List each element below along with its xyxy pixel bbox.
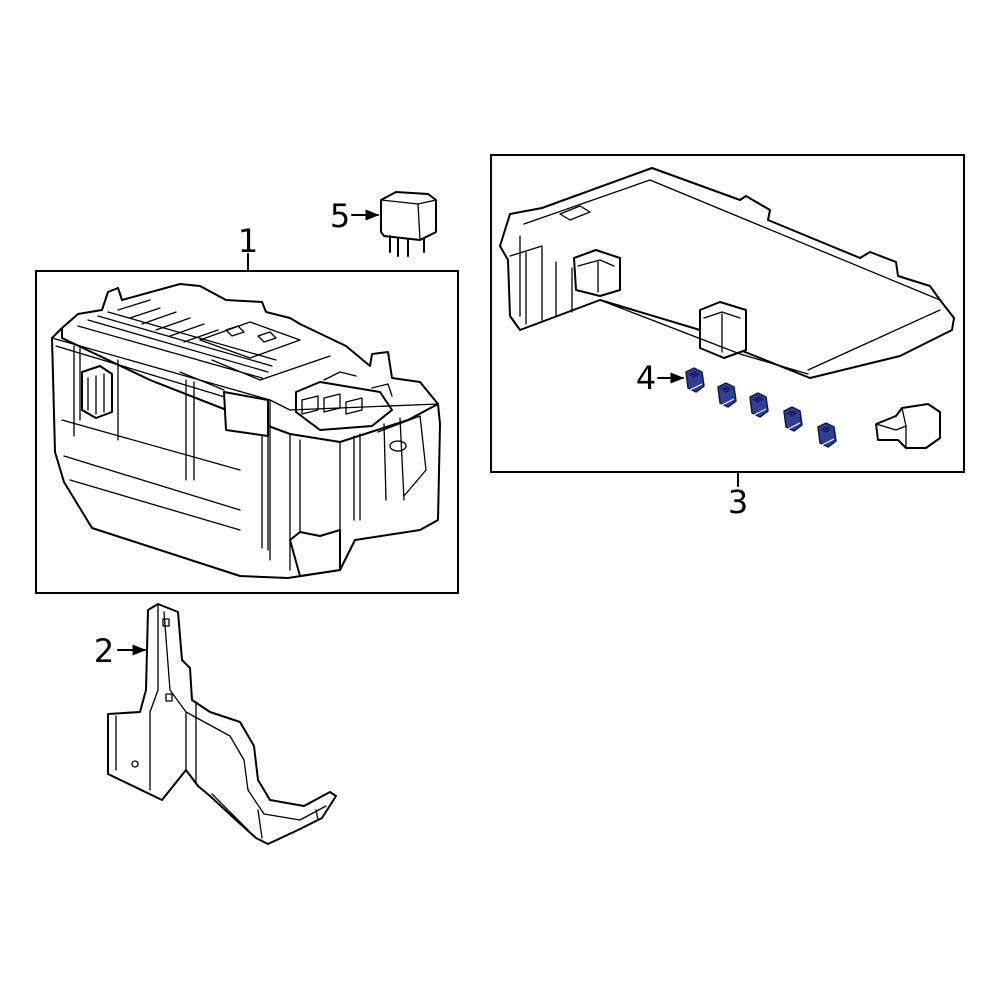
part-3-frame: [490, 154, 965, 473]
clip-2: [717, 382, 737, 408]
part-3-group: 3 4: [490, 154, 965, 521]
callout-5[interactable]: 5: [330, 197, 350, 235]
clip-1: [685, 367, 705, 393]
part-4-group: 4: [636, 359, 837, 448]
fuse-box-drawing: [51, 283, 441, 579]
part-1-group: 1: [35, 222, 459, 594]
clip-set: [685, 367, 837, 448]
clip-4: [783, 406, 803, 432]
plug-connector-drawing: [875, 403, 941, 449]
part-2-group: 2: [94, 603, 337, 845]
part-5-group: 5: [330, 191, 437, 257]
callout-3[interactable]: 3: [728, 483, 748, 521]
clip-3: [749, 392, 769, 418]
callout-4[interactable]: 4: [636, 359, 656, 397]
bracket-drawing: [107, 603, 337, 845]
cover-drawing: [499, 167, 955, 379]
relay-drawing: [380, 191, 437, 257]
callout-1[interactable]: 1: [238, 222, 258, 260]
callout-2[interactable]: 2: [94, 632, 114, 670]
clip-5: [817, 422, 837, 448]
